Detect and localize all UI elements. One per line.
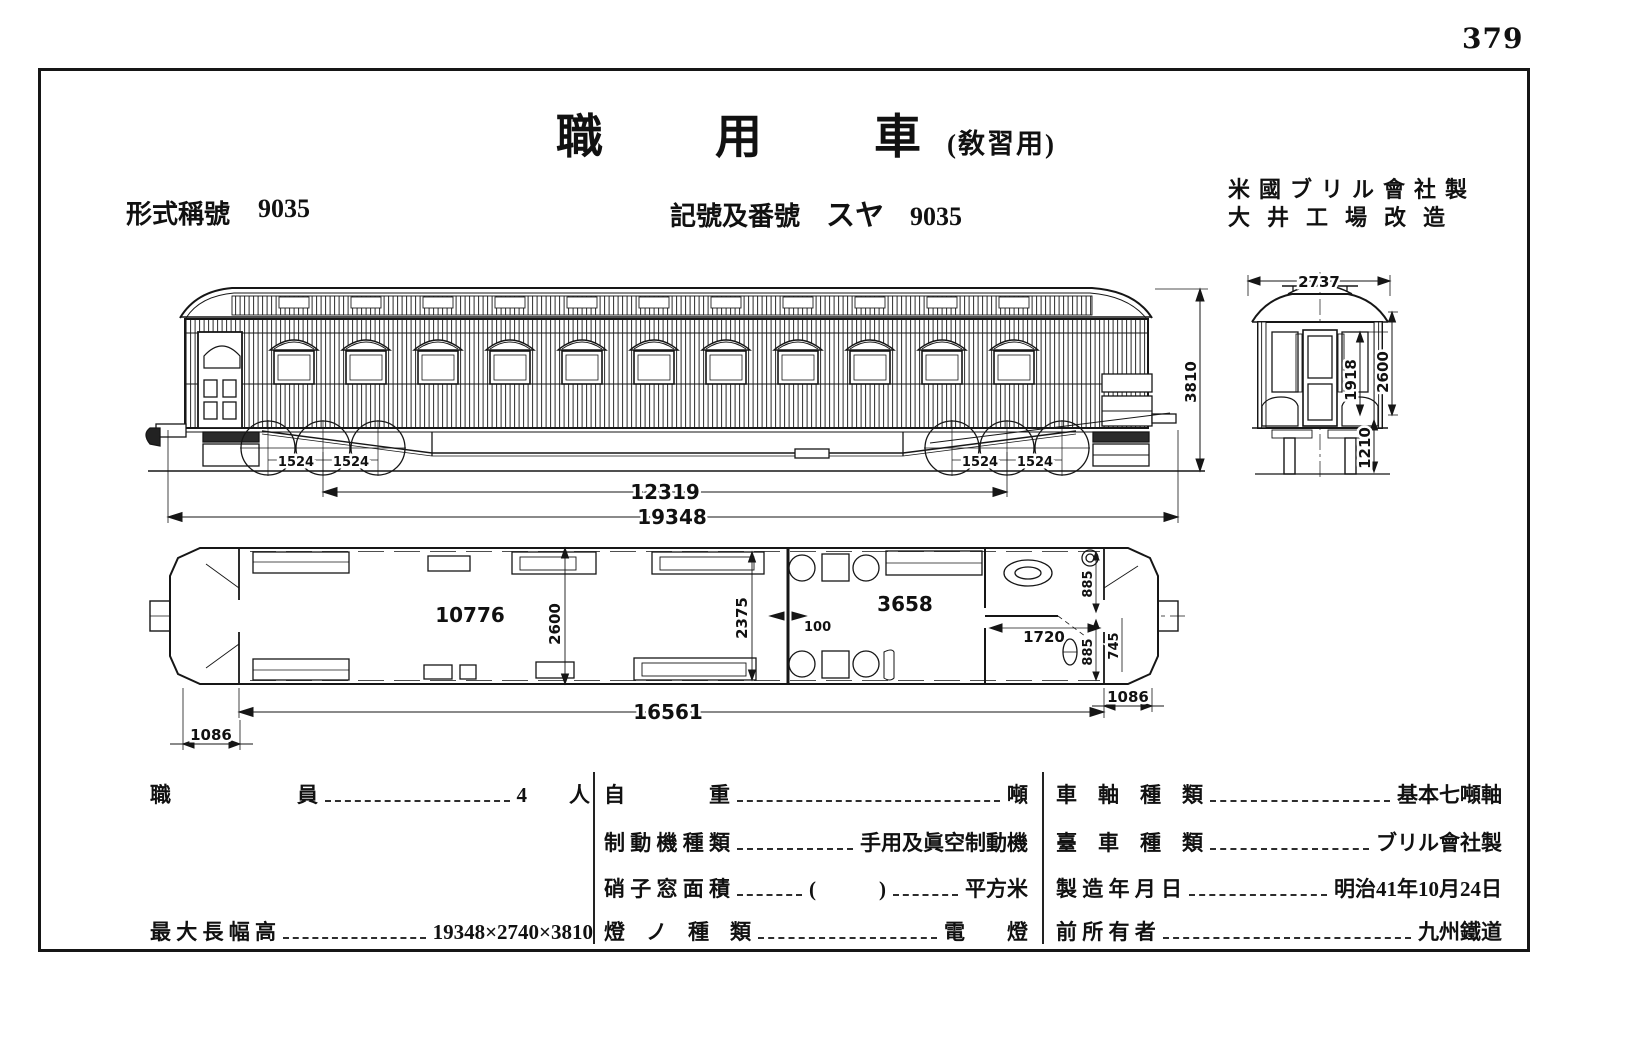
builder-line2: 大井工場改造 <box>1228 205 1463 230</box>
spec-value: 19348×2740×3810 <box>432 920 593 944</box>
spec-label: 燈 ノ 種 類 <box>604 920 751 944</box>
spec-label: 職 員 <box>150 783 318 807</box>
dim-toilet-bottom-width: 885 <box>1081 638 1096 665</box>
spec-label: 硝 子 窓 面 積 <box>604 877 730 901</box>
dim-axle-l2: 1524 <box>333 455 369 470</box>
title-block: 職用車 (敎習用) <box>556 98 1056 167</box>
spec-row-axle-type: 車 軸 種 類 基本七噸軸 <box>1056 779 1502 809</box>
spec-row-max-dimensions: 最 大 長 幅 高 19348×2740×3810 <box>150 916 593 946</box>
table-separator-1 <box>593 772 595 944</box>
spec-value: 4 人 <box>516 783 591 807</box>
symbol-label: 記號及番號 <box>670 202 801 231</box>
page-title: 職用車 <box>556 112 1033 164</box>
spec-value: 噸 <box>1007 783 1028 807</box>
spec-row-build-date: 製 造 年 月 日 明治41年10月24日 <box>1056 873 1502 903</box>
spec-value: 電 燈 <box>944 920 1028 944</box>
spec-row-previous-owner: 前 所 有 者 九州鐵道 <box>1056 916 1502 946</box>
left-bogie <box>240 420 406 476</box>
dim-toilet-length: 1720 <box>1023 628 1065 646</box>
plan-view-drawing <box>149 547 1185 685</box>
symbol-kana: スヤ <box>826 200 885 232</box>
dim-end-roof-height: 2600 <box>1374 351 1392 393</box>
dim-end-width: 2737 <box>1298 273 1340 291</box>
side-elevation-dimensions: 3810 1524 1524 1524 1524 12319 19348 <box>166 287 1208 532</box>
dim-partition: 100 <box>804 620 831 635</box>
spec-value: ブリル會社製 <box>1376 831 1502 855</box>
side-elevation-drawing <box>145 287 1205 476</box>
spec-row-self-weight: 自 重 噸 <box>604 779 1028 809</box>
dim-interior-length: 16561 <box>633 700 703 724</box>
leader-line <box>1162 924 1411 939</box>
leader-line <box>283 924 426 939</box>
dim-toilet-top-width: 885 <box>1081 570 1096 597</box>
dim-overall-height: 3810 <box>1182 361 1200 403</box>
dim-platform-right: 1086 <box>1107 688 1149 706</box>
spec-row-brake-type: 制 動 機 種 類 手用及眞空制動機 <box>604 827 1028 857</box>
spec-label: 自 重 <box>604 783 730 807</box>
dim-overall-length: 19348 <box>637 505 707 529</box>
symbol-number: 9035 <box>910 202 963 231</box>
leader-line <box>1210 835 1369 850</box>
leader-line <box>1189 881 1327 896</box>
title-note: (敎習用) <box>947 129 1056 159</box>
spec-label: 最 大 長 幅 高 <box>150 920 276 944</box>
leader-line <box>325 787 510 802</box>
leader-line <box>758 924 937 939</box>
dim-axle-r1: 1524 <box>962 455 998 470</box>
page-number: 379 <box>1462 22 1524 55</box>
form-value: 9035 <box>258 194 311 223</box>
symbol-number-block: 記號及番號 スヤ 9035 <box>670 192 962 234</box>
spec-value: 九州鐵道 <box>1418 920 1502 944</box>
spec-row-bogie-type: 臺 車 種 類 ブリル會社製 <box>1056 827 1502 857</box>
spec-label: 車 軸 種 類 <box>1056 783 1203 807</box>
border-frame <box>38 68 1530 952</box>
form-designation: 形式稱號 9035 <box>126 194 310 231</box>
plan-view-dimensions: 10776 2600 2375 100 3658 1720 885 745 88… <box>170 546 1164 750</box>
spec-row-glass-area: 硝 子 窓 面 積 ( ) 平方米 <box>604 873 1028 903</box>
dim-bogie-centers: 12319 <box>630 480 700 504</box>
leader-line <box>1210 787 1390 802</box>
spec-value: 平方米 <box>965 877 1028 901</box>
end-view-dimensions: 2737 1918 2600 1210 <box>1246 271 1398 474</box>
table-separator-2 <box>1042 772 1044 944</box>
dim-toilet-mid-width: 745 <box>1107 632 1122 659</box>
form-label: 形式稱號 <box>126 200 231 229</box>
spec-label: 前 所 有 者 <box>1056 920 1156 944</box>
dim-platform-left: 1086 <box>190 726 232 744</box>
dim-saloon-length: 10776 <box>435 603 505 627</box>
dim-body-width: 2600 <box>546 603 564 645</box>
builder-line1: 米國ブリル會社製 <box>1228 177 1477 202</box>
spec-row-lamp-type: 燈 ノ 種 類 電 燈 <box>604 916 1028 946</box>
leader-line <box>737 787 1000 802</box>
spec-value: 基本七噸軸 <box>1397 783 1502 807</box>
spec-value: 明治41年10月24日 <box>1334 877 1502 901</box>
dim-axle-r2: 1524 <box>1017 455 1053 470</box>
builder-block: 米國ブリル會社製 大井工場改造 <box>1228 176 1476 232</box>
spec-row-crew: 職 員 4 人 <box>150 779 590 809</box>
dim-end-side-height: 1918 <box>1342 359 1360 401</box>
side-door <box>197 331 243 429</box>
leader-line <box>737 881 802 896</box>
dim-end-floor-height: 1210 <box>1356 427 1374 469</box>
dim-room-length: 3658 <box>877 592 933 616</box>
leader-line <box>893 881 958 896</box>
spec-label: 臺 車 種 類 <box>1056 831 1203 855</box>
dim-axle-l1: 1524 <box>278 455 314 470</box>
spec-label: 製 造 年 月 日 <box>1056 877 1182 901</box>
leader-line <box>737 835 853 850</box>
spec-value: 手用及眞空制動機 <box>860 831 1028 855</box>
dim-interior-width: 2375 <box>733 597 751 639</box>
spec-mid: ( ) <box>809 877 886 901</box>
spec-label: 制 動 機 種 類 <box>604 831 730 855</box>
